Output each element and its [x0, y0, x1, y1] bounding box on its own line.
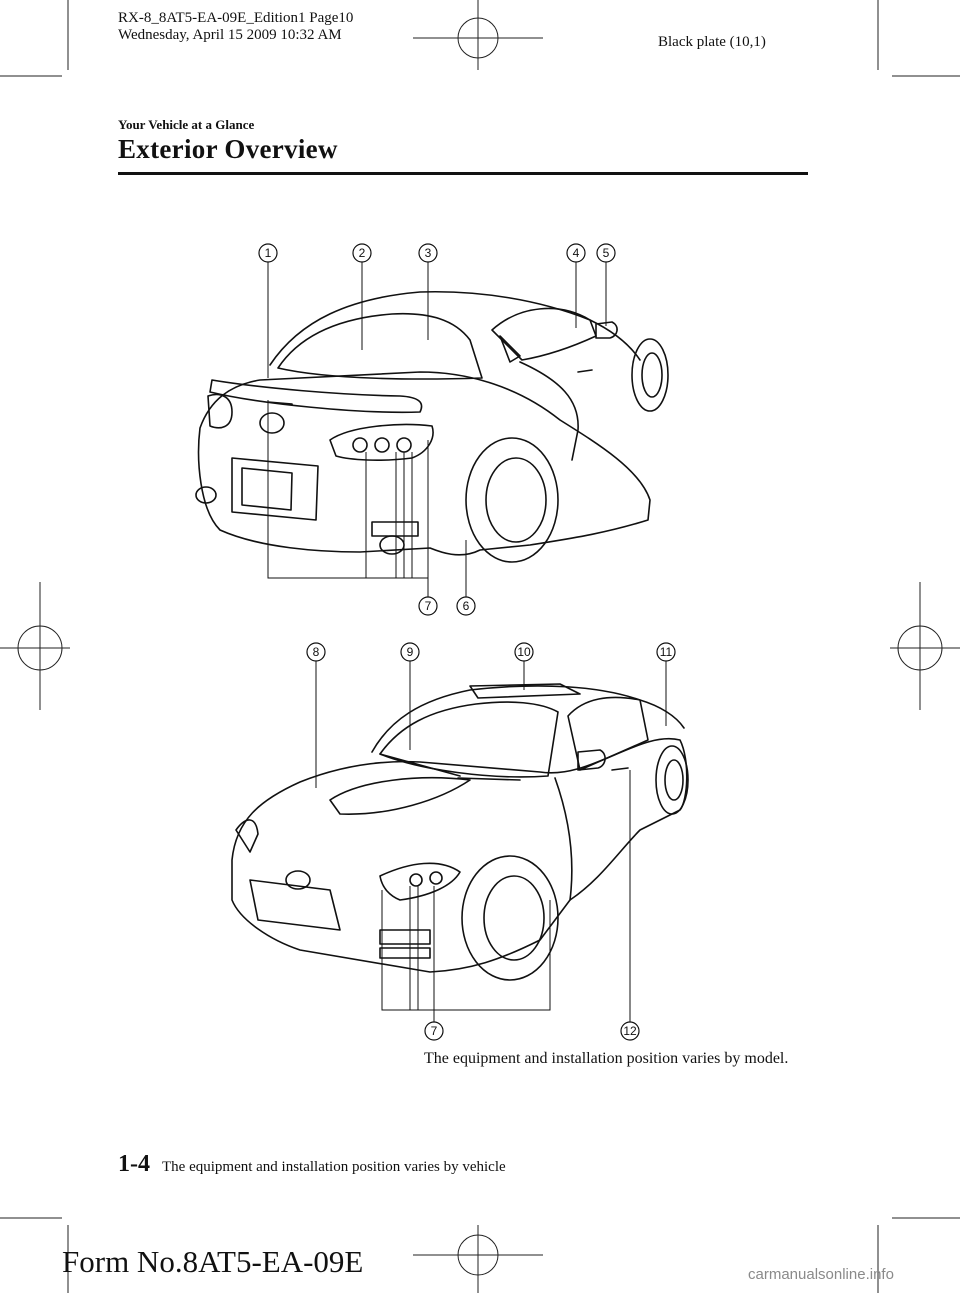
page-footer: 1-4 The equipment and installation posit… [118, 1151, 506, 1178]
callout-7-front: 7 [424, 1021, 444, 1041]
page-number: 1-4 [118, 1151, 150, 1177]
illustration-caption: The equipment and installation position … [424, 1050, 789, 1067]
callout-6: 6 [456, 596, 476, 616]
callout-1: 1 [258, 243, 278, 263]
callout-8: 8 [306, 642, 326, 662]
svg-text:7: 7 [425, 599, 432, 613]
callout-12: 12 [620, 1021, 640, 1041]
print-file-name: RX-8_8AT5-EA-09E_Edition1 Page10 [118, 10, 354, 26]
svg-text:5: 5 [603, 246, 610, 260]
svg-text:9: 9 [407, 645, 414, 659]
svg-text:8: 8 [313, 645, 320, 659]
callout-5: 5 [596, 243, 616, 263]
print-timestamp: Wednesday, April 15 2009 10:32 AM [118, 27, 342, 43]
callout-2: 2 [352, 243, 372, 263]
print-job-info: RX-8_8AT5-EA-09E_Edition1 Page10 Wednesd… [118, 10, 353, 44]
svg-text:3: 3 [425, 246, 432, 260]
callout-11: 11 [656, 642, 676, 662]
svg-text:4: 4 [573, 246, 580, 260]
watermark: carmanualsonline.info [748, 1266, 894, 1283]
svg-text:10: 10 [517, 645, 531, 659]
title-rule [118, 172, 808, 175]
svg-text:1: 1 [265, 246, 272, 260]
callout-10: 10 [514, 642, 534, 662]
callout-7-rear: 7 [418, 596, 438, 616]
svg-text:11: 11 [660, 645, 673, 659]
callout-4: 4 [566, 243, 586, 263]
svg-text:2: 2 [359, 246, 366, 260]
callout-9: 9 [400, 642, 420, 662]
form-number: Form No.8AT5-EA-09E [62, 1244, 364, 1279]
footer-note: The equipment and installation position … [162, 1159, 506, 1175]
svg-text:12: 12 [623, 1024, 637, 1038]
page-title: Exterior Overview [118, 134, 338, 164]
svg-text:7: 7 [431, 1024, 438, 1038]
section-label: Your Vehicle at a Glance [118, 117, 255, 132]
callout-3: 3 [418, 243, 438, 263]
plate-label: Black plate (10,1) [658, 34, 766, 50]
svg-text:6: 6 [463, 599, 470, 613]
